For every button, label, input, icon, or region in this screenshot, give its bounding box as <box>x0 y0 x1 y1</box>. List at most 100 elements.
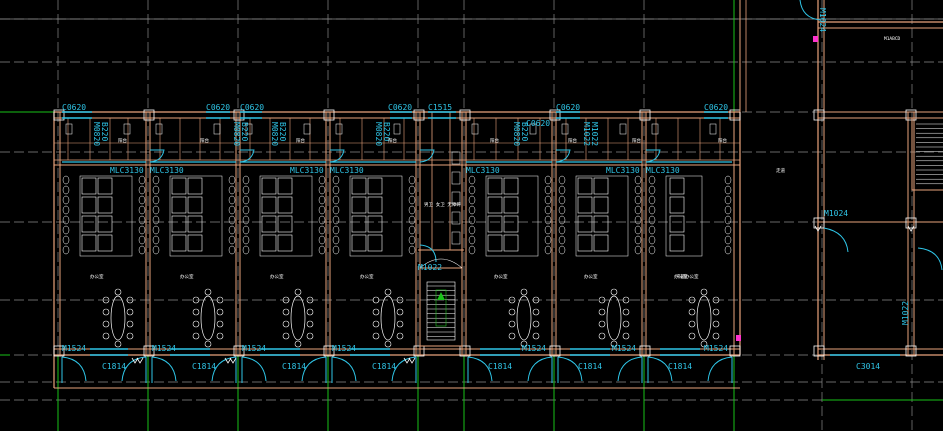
meeting-table-5 <box>606 295 622 341</box>
column-bottom-8 <box>729 345 741 357</box>
chair-left-2-0 <box>242 175 250 185</box>
column-top-6 <box>549 109 561 121</box>
meeting-chair-r-0-0 <box>126 296 134 304</box>
meeting-chair-l-0-2 <box>102 320 110 328</box>
chair-left-5-2 <box>558 195 566 205</box>
desk-6-0-3 <box>669 234 685 252</box>
chair-left-5-4 <box>558 215 566 225</box>
meeting-chair-r-4-2 <box>532 320 540 328</box>
desk-0-0-1 <box>81 196 97 214</box>
meeting-chair-r-0-3 <box>126 332 134 340</box>
balcony-fixture-6 <box>651 123 659 135</box>
meeting-chair-l-6-0 <box>688 296 696 304</box>
right-stair-treads <box>916 123 943 185</box>
desk-0-1-2 <box>97 215 113 233</box>
chair-right-4-5 <box>544 225 552 235</box>
meeting-chair-l-5-0 <box>598 296 606 304</box>
stair-arc <box>419 258 463 269</box>
stair-arrow-icon <box>437 292 445 300</box>
chair-right-1-2 <box>228 195 236 205</box>
vertical-label-8: M0820 <box>512 122 521 146</box>
right-column-mid-0 <box>813 217 825 229</box>
meeting-chair-r-2-2 <box>306 320 314 328</box>
desk-5-1-2 <box>593 215 609 233</box>
meeting-table-2 <box>290 295 306 341</box>
room-label-3: 办公室 <box>360 273 374 280</box>
room-label-5: 办公室 <box>584 273 598 280</box>
chair-right-5-6 <box>634 235 642 245</box>
balcony-fixture-5 <box>561 123 569 135</box>
top-window-label-4: C1515 <box>428 103 452 112</box>
chair-left-5-5 <box>558 225 566 235</box>
desk-5-0-0 <box>577 177 593 195</box>
desk-cluster-4 <box>485 175 539 257</box>
desk-1-0-0 <box>171 177 187 195</box>
balcony-fixture-3 <box>335 123 343 135</box>
chair-right-6-6 <box>724 235 732 245</box>
desk-cluster-2 <box>259 175 313 257</box>
desk-5-0-2 <box>577 215 593 233</box>
column-top-4 <box>413 109 425 121</box>
chair-left-4-7 <box>468 245 476 255</box>
right-column-mid-1 <box>905 217 917 229</box>
meeting-chair-l-1-3 <box>192 332 200 340</box>
desk-cluster-0 <box>79 175 133 257</box>
bottom-window-label-7: C3014 <box>856 362 880 371</box>
chair-left-6-0 <box>648 175 656 185</box>
chair-right-2-0 <box>318 175 326 185</box>
tiny-label-6: 阳台 <box>568 137 577 144</box>
side-door-label-2: M1024 <box>818 8 827 32</box>
desk-1-1-1 <box>187 196 203 214</box>
chair-left-2-7 <box>242 245 250 255</box>
door-label-0: M1524 <box>62 344 86 353</box>
meeting-chair-l-0-3 <box>102 332 110 340</box>
door-swing-3 <box>331 356 357 383</box>
meeting-chair-l-1-2 <box>192 320 200 328</box>
desk-5-0-1 <box>577 196 593 214</box>
top-right-small-label: M1ABCD <box>884 36 901 42</box>
right-stair-block <box>911 117 943 191</box>
desk-3-0-2 <box>351 215 367 233</box>
meeting-chair-r-2-3 <box>306 332 314 340</box>
chair-left-3-7 <box>332 245 340 255</box>
chair-left-4-2 <box>468 195 476 205</box>
meeting-chair-r-1-2 <box>216 320 224 328</box>
balcony-door-0 <box>149 149 165 163</box>
desk-2-0-2 <box>261 215 277 233</box>
desk-4-1-3 <box>503 234 519 252</box>
desk-2-0-0 <box>261 177 277 195</box>
chair-left-2-3 <box>242 205 250 215</box>
chair-left-5-0 <box>558 175 566 185</box>
top-window-label-6: C0620 <box>704 103 728 112</box>
meeting-chair-t-2 <box>294 288 302 296</box>
chair-left-3-6 <box>332 235 340 245</box>
meeting-chair-t-3 <box>384 288 392 296</box>
chair-right-3-1 <box>408 185 416 195</box>
chair-left-1-2 <box>152 195 160 205</box>
door-label-4: M1524 <box>522 344 546 353</box>
accent-marks <box>131 36 915 364</box>
chair-right-6-4 <box>724 215 732 225</box>
meeting-chair-l-6-1 <box>688 308 696 316</box>
meeting-chair-r-4-1 <box>532 308 540 316</box>
desk-5-1-3 <box>593 234 609 252</box>
meeting-chair-r-3-1 <box>396 308 404 316</box>
chair-right-3-5 <box>408 225 416 235</box>
chair-right-5-1 <box>634 185 642 195</box>
meeting-chair-r-5-0 <box>622 296 630 304</box>
door-swing-0 <box>61 356 87 383</box>
desk-6-0-2 <box>669 215 685 233</box>
chair-right-4-0 <box>544 175 552 185</box>
door-swing-right-3 <box>391 356 417 383</box>
chair-left-6-4 <box>648 215 656 225</box>
chair-right-2-1 <box>318 185 326 195</box>
room-label-0: 办公室 <box>90 273 104 280</box>
chair-right-4-3 <box>544 205 552 215</box>
balcony-fixture-4 <box>471 123 479 135</box>
column-top-5 <box>459 109 471 121</box>
top-window-label-0: C0620 <box>62 103 86 112</box>
chair-left-6-5 <box>648 225 656 235</box>
tiny-label-3: 阳台 <box>296 137 305 144</box>
balcony-door-4 <box>555 149 571 163</box>
